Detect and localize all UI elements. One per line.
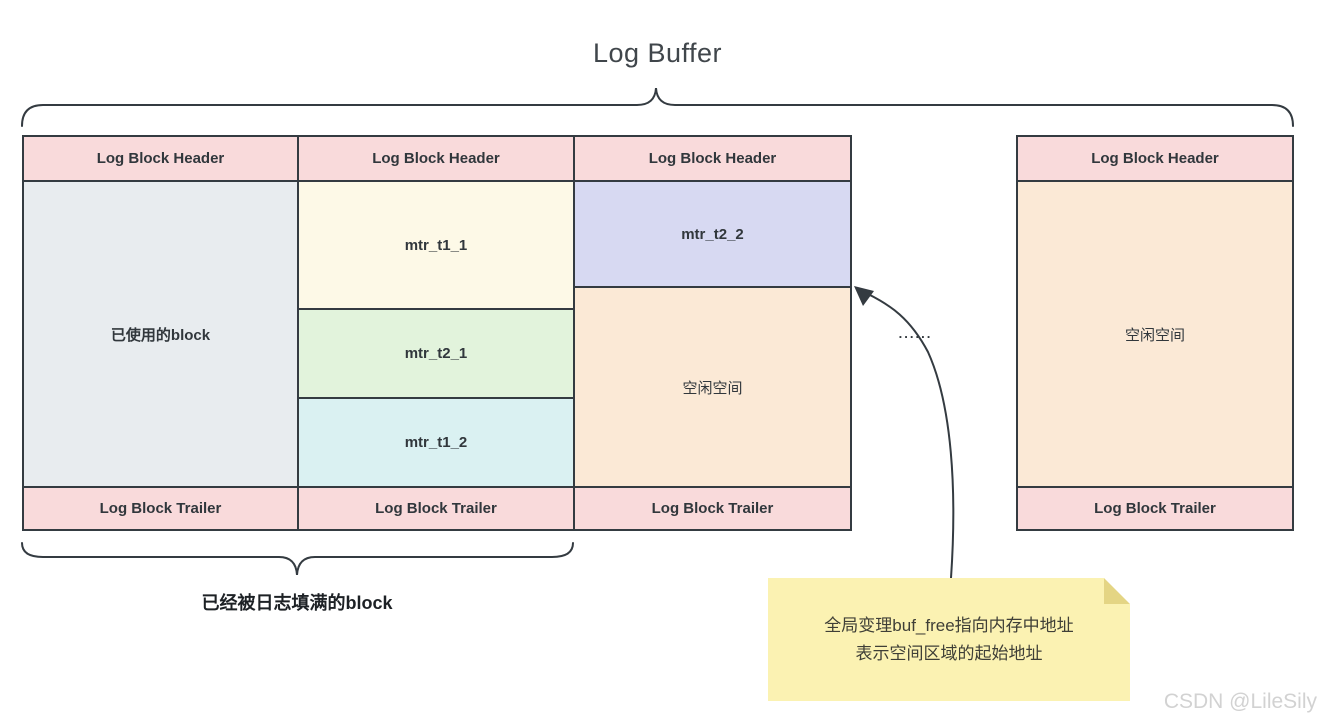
log-block-1-header: Log Block Header xyxy=(24,137,297,180)
log-block-1: Log Block Header 已使用的block Log Block Tra… xyxy=(22,135,299,531)
log-block-4-free-space: 空闲空间 xyxy=(1018,180,1292,486)
log-block-3-mtr-t2-2: mtr_t2_2 xyxy=(575,180,850,286)
log-block-1-used-region: 已使用的block xyxy=(24,180,297,486)
filled-blocks-label: 已经被日志填满的block xyxy=(201,593,393,613)
log-block-2-mtr-t1-1: mtr_t1_1 xyxy=(299,180,573,308)
log-block-4-trailer: Log Block Trailer xyxy=(1018,486,1292,529)
ellipsis-between-blocks: ...... xyxy=(898,326,933,341)
sticky-note-line-1: 全局变理buf_free指向内存中地址 xyxy=(824,616,1074,635)
log-block-2-mtr-t1-2: mtr_t1_2 xyxy=(299,397,573,486)
log-block-3-trailer: Log Block Trailer xyxy=(575,486,850,529)
log-block-3: Log Block Header mtr_t2_2 空闲空间 Log Block… xyxy=(573,135,852,531)
log-block-2-trailer: Log Block Trailer xyxy=(299,486,573,529)
bottom-brace xyxy=(21,542,574,576)
log-block-3-header: Log Block Header xyxy=(575,137,850,180)
log-block-2-mtr-t2-1: mtr_t2_1 xyxy=(299,308,573,397)
buf-free-sticky-note: 全局变理buf_free指向内存中地址 表示空间区域的起始地址 xyxy=(768,578,1130,701)
log-block-2: Log Block Header mtr_t1_1 mtr_t2_1 mtr_t… xyxy=(297,135,575,531)
log-block-4-header: Log Block Header xyxy=(1018,137,1292,180)
diagram-title: Log Buffer xyxy=(592,38,723,68)
log-block-4: Log Block Header 空闲空间 Log Block Trailer xyxy=(1016,135,1294,531)
log-block-1-trailer: Log Block Trailer xyxy=(24,486,297,529)
log-block-2-header: Log Block Header xyxy=(299,137,573,180)
sticky-note-line-2: 表示空间区域的起始地址 xyxy=(855,644,1043,664)
top-brace xyxy=(21,87,1294,127)
csdn-watermark: CSDN @LileSily xyxy=(1163,690,1317,713)
log-block-3-free-space: 空闲空间 xyxy=(575,286,850,486)
buf-free-arrowhead xyxy=(854,286,874,306)
